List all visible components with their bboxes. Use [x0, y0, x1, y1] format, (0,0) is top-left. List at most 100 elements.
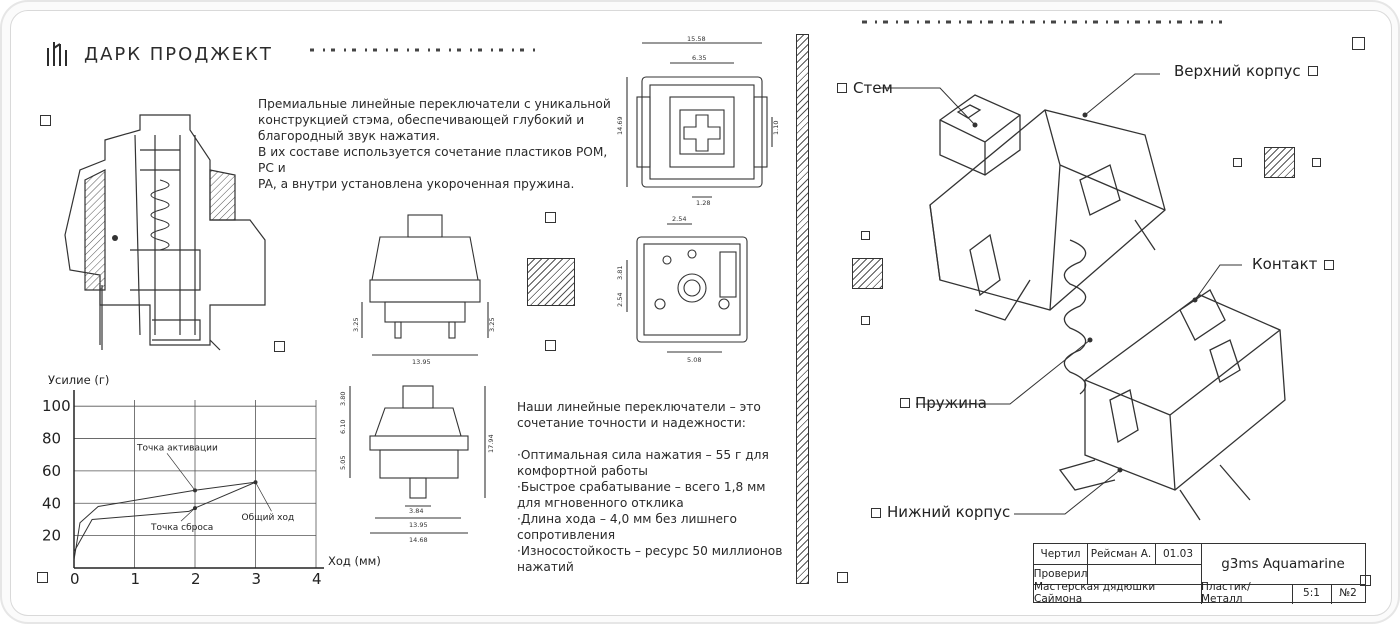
hatch-block — [1264, 147, 1295, 178]
marker-square — [37, 572, 48, 583]
sheet-number: №2 — [1339, 587, 1357, 599]
marker-square — [1312, 158, 1321, 167]
marker-square — [837, 572, 848, 583]
chart-y-axis-label: Усилие (г) — [48, 373, 109, 387]
intro-line: благородный звук нажатия. — [258, 129, 440, 143]
drawing-frame — [10, 10, 1392, 616]
chart-series-line — [73, 481, 256, 553]
marker-square — [1233, 158, 1242, 167]
chart-annotation-leader — [255, 482, 272, 512]
label-bottom-housing: Нижний корпус — [887, 503, 1011, 521]
chart-annotation-leader — [180, 507, 196, 522]
marker-square — [1324, 260, 1334, 270]
marker-square — [1308, 66, 1318, 76]
chart-x-tick-label: 4 — [312, 570, 322, 588]
intro-line: В их составе используется сочетание плас… — [258, 145, 608, 175]
marker-square — [1352, 37, 1365, 50]
organization: Мастерская дядюшки Саймона — [1034, 581, 1156, 605]
marker-square — [861, 231, 870, 240]
cutaway-drawing — [64, 114, 266, 351]
hatch-block — [852, 258, 883, 289]
feature-bullet: ·Длина хода – 4,0 мм без лишнего сопроти… — [517, 512, 737, 542]
dim-label: 17.94 — [487, 434, 495, 453]
chart-x-axis-label: Ход (мм) — [328, 554, 381, 568]
chart-x-tick-label: 2 — [191, 570, 201, 588]
intro-text: Премиальные линейные переключатели с уни… — [258, 96, 618, 192]
dim-label: 5.05 — [339, 456, 347, 470]
marker-square — [545, 212, 556, 223]
front-view-drawing: 3.25 3.25 13.95 — [352, 214, 496, 366]
checked-label: Проверил — [1033, 568, 1088, 580]
drawn-label: Чертил — [1040, 548, 1081, 560]
dim-label: 1.28 — [696, 199, 710, 207]
chart-series-line — [73, 481, 256, 560]
top-view-drawing: 15.58 6.35 14.69 1.10 1.28 — [616, 35, 780, 207]
feature-bullet: ·Быстрое срабатывание – всего 1,8 мм для… — [517, 480, 766, 510]
marker-square — [900, 398, 910, 408]
dim-label: 6.35 — [692, 54, 706, 62]
vertical-divider — [796, 34, 809, 584]
feature-bullet: ·Оптимальная сила нажатия – 55 г для ком… — [517, 448, 769, 478]
dim-label: 3.25 — [488, 318, 496, 332]
exploded-view-drawing — [880, 73, 1286, 521]
chart-annotation-label: Точка активации — [136, 443, 218, 453]
dim-label: 5.08 — [687, 356, 701, 364]
chart-y-tick-label: 60 — [42, 462, 61, 480]
dash-ticks — [310, 48, 540, 52]
side-view-drawing: 3.80 6.10 5.05 17.94 3.84 13.95 14.68 — [339, 385, 495, 544]
drawing-date: 01.03 — [1162, 548, 1194, 560]
dim-label: 2.54 — [616, 293, 624, 307]
hatch-block — [527, 258, 575, 306]
features-lead: Наши линейные переключатели – это — [517, 400, 761, 414]
label-contact: Контакт — [1252, 255, 1318, 273]
title-block: Чертил Рейсман А. 01.03 g3ms Aquamarine … — [1033, 543, 1366, 605]
dim-label: 3.25 — [352, 318, 360, 332]
chart-annotation-label: Точка сброса — [150, 523, 213, 533]
intro-line: Премиальные линейные переключатели с уни… — [258, 97, 611, 111]
dim-label: 1.10 — [772, 121, 780, 135]
dim-label: 6.10 — [339, 420, 347, 434]
label-top-housing: Верхний корпус — [1174, 62, 1301, 80]
scale: 5:1 — [1303, 587, 1320, 599]
force-curve-chart: Усилие (г) Ход (мм) 0 1 2 3 4 20 40 60 80 100 Точ… — [42, 373, 381, 588]
chart-annotation-leader — [166, 453, 196, 491]
marker-square — [274, 341, 285, 352]
intro-line: PA, а внутри установлена укороченная пру… — [258, 177, 575, 191]
product-name: g3ms Aquamarine — [1221, 556, 1345, 572]
features-lead: сочетание точности и надежности: — [517, 416, 746, 430]
dim-label: 14.69 — [616, 116, 624, 135]
chart-y-tick-label: 40 — [42, 494, 61, 512]
bottom-view-drawing: 2.54 3.81 2.54 5.08 — [616, 215, 748, 364]
marker-square — [40, 115, 51, 126]
marker-square — [837, 83, 847, 93]
label-spring: Пружина — [915, 394, 987, 412]
marker-square — [545, 340, 556, 351]
chart-annotation-label: Общий ход — [242, 513, 295, 523]
chart-x-tick-label: 1 — [131, 570, 141, 588]
label-stem: Стем — [853, 79, 893, 97]
chart-y-tick-label: 100 — [42, 397, 71, 415]
dim-label: 15.58 — [687, 35, 706, 43]
features-text: Наши линейные переключатели – это сочета… — [517, 399, 787, 575]
intro-line: конструкцией стэма, обеспечивающей глубо… — [258, 113, 585, 127]
dark-project-logo-icon — [47, 42, 67, 66]
chart-y-tick-label: 20 — [42, 527, 61, 545]
dim-label: 14.68 — [409, 536, 428, 544]
chart-x-tick-label: 0 — [70, 570, 80, 588]
material: Пластик/Металл — [1201, 581, 1251, 605]
dash-ticks — [862, 20, 1222, 24]
dim-label: 13.95 — [412, 358, 431, 366]
dim-label: 13.95 — [409, 521, 428, 529]
chart-data-point — [253, 480, 258, 485]
marker-square — [871, 508, 881, 518]
dim-label: 3.84 — [409, 507, 423, 515]
dim-label: 3.81 — [616, 266, 624, 280]
feature-bullet: ·Износостойкость – ресурс 50 миллионов н… — [517, 544, 783, 574]
chart-x-tick-label: 3 — [252, 570, 262, 588]
drawn-by: Рейсман А. — [1090, 548, 1152, 560]
marker-square — [861, 316, 870, 325]
brand-name: ДАРК ПРОДЖЕКТ — [84, 44, 273, 65]
chart-y-tick-label: 80 — [42, 430, 61, 448]
dim-label: 3.80 — [339, 392, 347, 406]
dim-label: 2.54 — [672, 215, 686, 223]
